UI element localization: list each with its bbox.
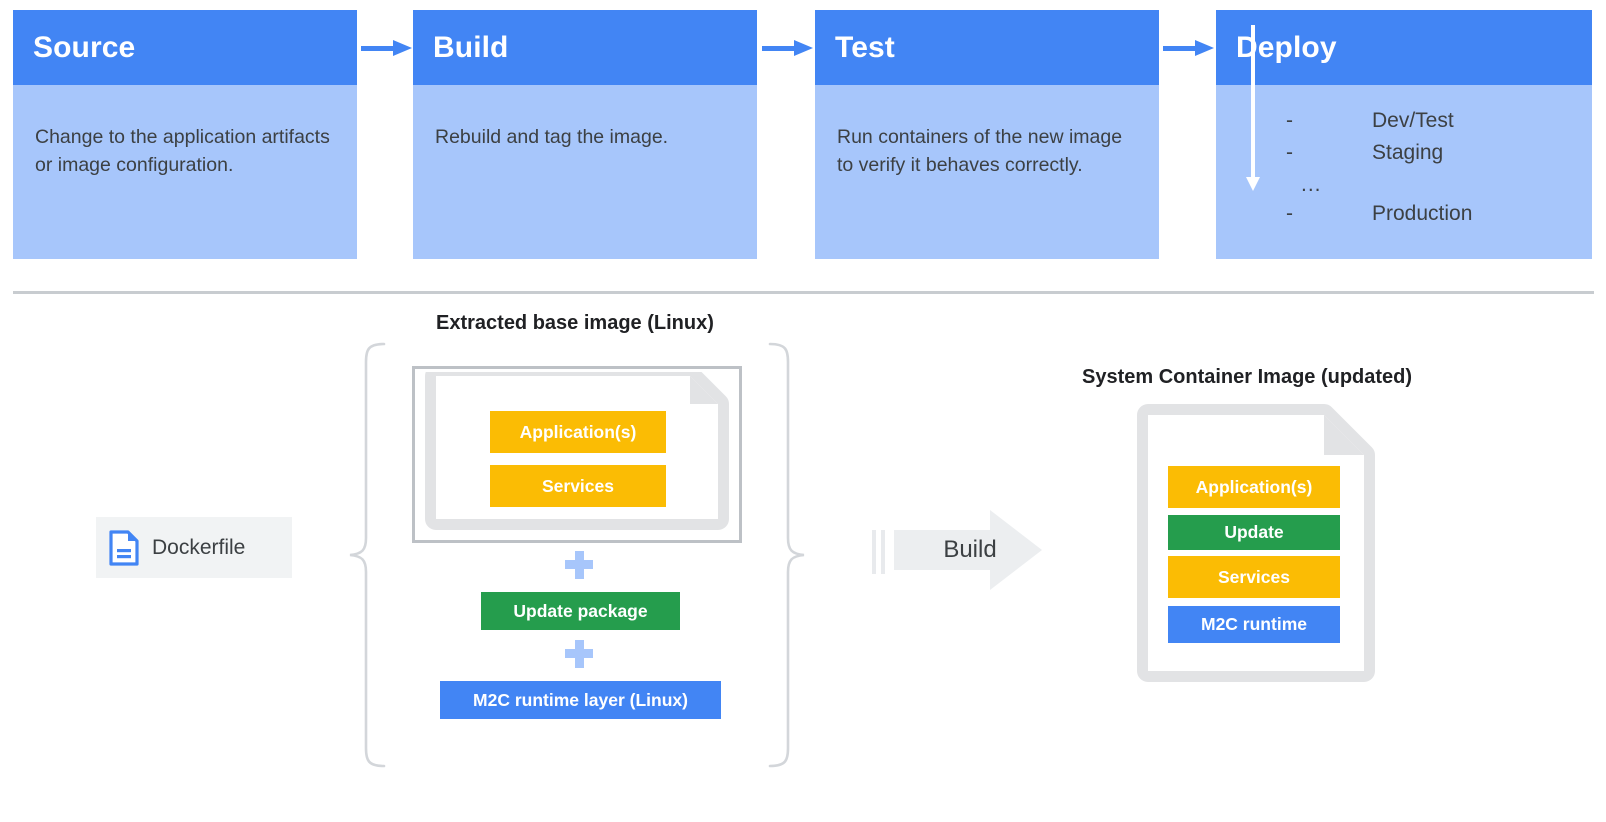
stack-item-update-package: Update package	[481, 592, 680, 630]
pipeline-card-test[interactable]: Test Run containers of the new image to …	[815, 10, 1159, 259]
arrow-head	[1246, 177, 1260, 191]
plus-icon	[565, 640, 593, 668]
arrow-build-to-test	[762, 40, 814, 56]
list-item: - Staging	[1286, 139, 1443, 167]
deploy-environment-list: - Dev/Test - Staging ... - Production	[1216, 25, 1592, 259]
layer-label: Services	[1217, 566, 1290, 587]
card-description: Run containers of the new image to verif…	[815, 85, 1159, 259]
arrow-head	[1195, 40, 1214, 56]
layer-label: Services	[541, 475, 614, 496]
right-caption: System Container Image (updated)	[1082, 366, 1413, 388]
layer-label: Update	[1224, 522, 1284, 542]
left-brace	[349, 342, 386, 768]
plus-icon	[565, 551, 593, 579]
card-title: Test	[815, 10, 1159, 85]
build-arrow: Build	[872, 502, 1044, 598]
arrow-shaft	[762, 46, 796, 51]
layer-label: M2C runtime layer (Linux)	[473, 689, 688, 710]
build-arrow-shape	[872, 510, 1042, 590]
arrow-source-to-build	[361, 40, 413, 56]
card-description: Rebuild and tag the image.	[413, 85, 757, 259]
list-bullet: -	[1286, 109, 1293, 132]
list-item-label: Production	[1372, 202, 1473, 225]
section-divider	[13, 291, 1594, 294]
layer-label: Application(s)	[1195, 476, 1313, 497]
result-layer-m2c-runtime: M2C runtime	[1168, 606, 1340, 643]
list-item-label: Dev/Test	[1372, 109, 1454, 132]
base-image-document-icon	[425, 372, 729, 530]
card-title: Build	[413, 10, 757, 85]
dockerfile-chip[interactable]: Dockerfile	[96, 517, 292, 578]
list-item: - Dev/Test	[1286, 107, 1454, 135]
card-title: Deploy	[1216, 10, 1592, 85]
card-description: Change to the application artifacts or i…	[13, 85, 357, 259]
plus-vertical-bar	[574, 640, 584, 668]
list-bullet: -	[1286, 202, 1293, 225]
layer-label: Update package	[513, 600, 648, 621]
arrow-head	[393, 40, 412, 56]
base-layer-applications: Application(s)	[490, 411, 666, 453]
dockerfile-label: Dockerfile	[152, 535, 246, 559]
build-arrow-label: Build	[943, 536, 997, 563]
list-item-ellipsis: ...	[1301, 171, 1322, 199]
list-item-label: Staging	[1372, 141, 1444, 164]
list-bullet: -	[1286, 141, 1293, 164]
arrow-shaft	[1163, 46, 1197, 51]
pipeline-card-build[interactable]: Build Rebuild and tag the image.	[413, 10, 757, 259]
pipeline-section: Source Change to the application artifac…	[0, 0, 1606, 262]
dockerfile-icon	[96, 529, 152, 566]
arrow-test-to-deploy	[1163, 40, 1215, 56]
result-layer-update: Update	[1168, 515, 1340, 550]
stack-item-m2c-runtime-layer: M2C runtime layer (Linux)	[440, 681, 721, 719]
card-title: Source	[13, 10, 357, 85]
layer-label: M2C runtime	[1201, 614, 1307, 634]
arrow-head	[794, 40, 813, 56]
pipeline-card-deploy[interactable]: Deploy - Dev/Test - Staging ...	[1216, 10, 1592, 259]
left-caption: Extracted base image (Linux)	[436, 312, 714, 334]
extracted-base-image-frame	[412, 366, 742, 543]
list-item-label: ...	[1301, 173, 1322, 196]
layer-label: Application(s)	[519, 421, 637, 442]
result-layer-services: Services	[1168, 556, 1340, 598]
list-item: - Production	[1286, 200, 1472, 228]
pipeline-card-source[interactable]: Source Change to the application artifac…	[13, 10, 357, 259]
card-description: - Dev/Test - Staging ... - Production	[1216, 25, 1592, 259]
plus-vertical-bar	[574, 551, 584, 579]
base-layer-services: Services	[490, 465, 666, 507]
arrow-shaft	[361, 46, 395, 51]
result-layer-applications: Application(s)	[1168, 466, 1340, 508]
arrow-shaft	[1251, 25, 1255, 181]
deploy-progression-arrow-icon	[1246, 25, 1260, 197]
right-brace	[768, 342, 805, 768]
